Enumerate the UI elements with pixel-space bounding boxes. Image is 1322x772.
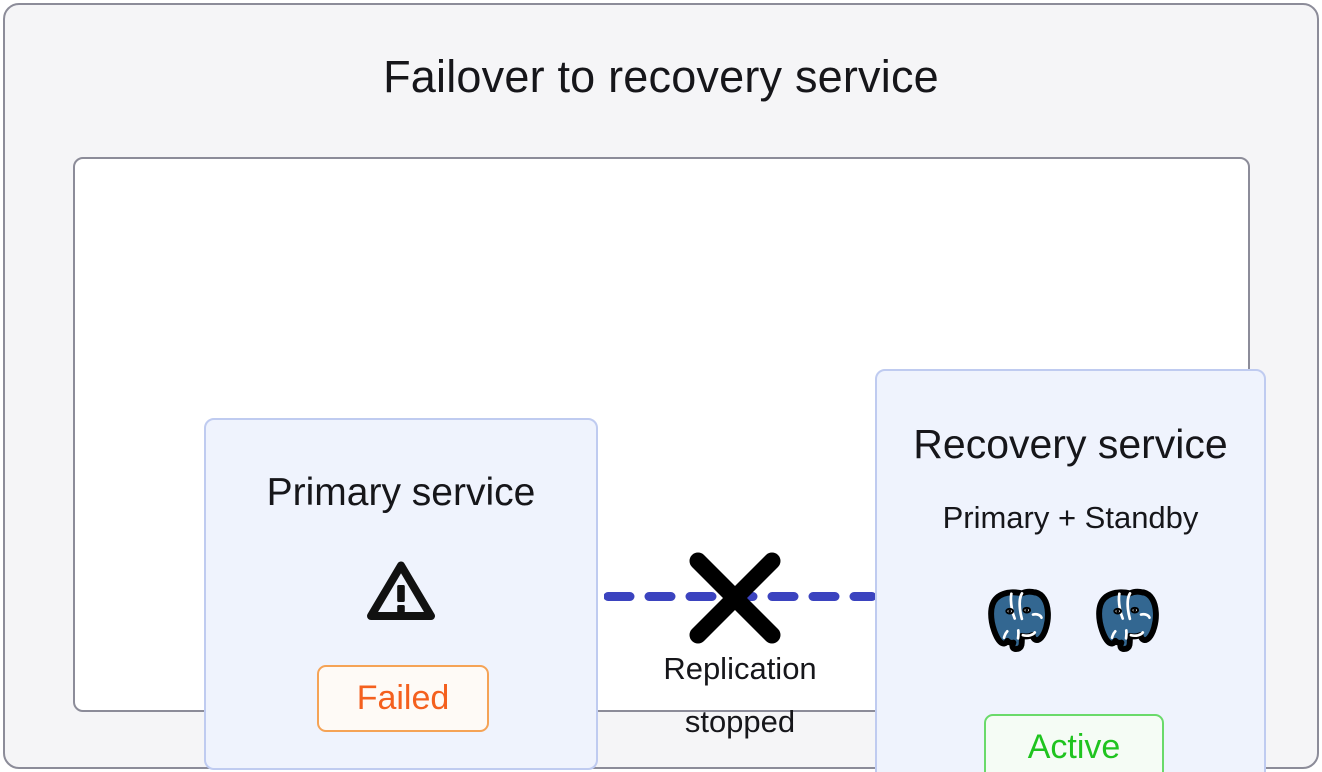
recovery-status-label: Active bbox=[1027, 728, 1121, 766]
recovery-status-badge[interactable]: Active bbox=[984, 714, 1164, 772]
replication-status-label: Replication stopped bbox=[605, 642, 875, 748]
primary-status-label: Failed bbox=[356, 679, 450, 717]
recovery-service-title: Recovery service bbox=[913, 421, 1228, 467]
replication-label-line1: Replication bbox=[663, 651, 817, 686]
warning-triangle-icon bbox=[367, 561, 435, 620]
diagram-panel: Primary service Failed Replication stopp bbox=[73, 157, 1266, 772]
postgresql-elephant-icon bbox=[1095, 588, 1159, 652]
postgres-node-row bbox=[877, 578, 1264, 660]
primary-status-badge[interactable]: Failed bbox=[317, 665, 489, 732]
recovery-service-subtitle: Primary + Standby bbox=[942, 500, 1199, 535]
primary-service-box[interactable]: Primary service Failed bbox=[204, 418, 598, 770]
replication-label-line2: stopped bbox=[684, 704, 796, 739]
page-title: Failover to recovery service bbox=[383, 51, 939, 102]
warning-icon-container bbox=[206, 560, 596, 622]
recovery-service-box[interactable]: Recovery service Primary + Standby bbox=[875, 369, 1266, 772]
x-cross-icon bbox=[689, 552, 781, 644]
postgresql-elephant-icon bbox=[987, 588, 1051, 652]
primary-service-title: Primary service bbox=[266, 471, 536, 514]
